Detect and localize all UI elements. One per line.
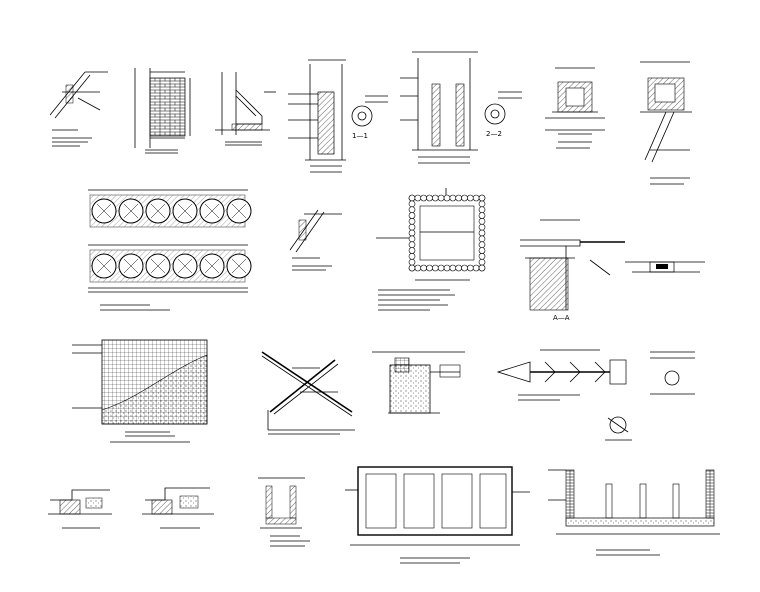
planter-cross [177, 258, 193, 274]
border-stone [478, 264, 486, 272]
border-stone [478, 194, 486, 202]
border-stone [408, 241, 416, 248]
border-stone [437, 194, 445, 202]
border-stone [478, 235, 486, 243]
slope-box-section [640, 61, 692, 185]
crossing-bars-detail [261, 351, 355, 435]
border-stone [437, 264, 445, 272]
planter-cross [123, 203, 139, 219]
pit-border-stones [408, 194, 486, 272]
border-stone [467, 264, 474, 272]
planter-cross [96, 258, 112, 274]
border-stone [478, 253, 486, 260]
border-stone [472, 194, 480, 202]
border-stone [414, 194, 422, 202]
pile-detail-2: 2—2 [400, 51, 522, 164]
border-stone [420, 194, 427, 202]
planter-cross [150, 203, 166, 219]
pile-detail-1: 1—1 [288, 59, 388, 173]
planter-cross [204, 258, 220, 274]
planter-cross [177, 203, 193, 219]
border-stone [449, 194, 457, 202]
border-stone [432, 264, 439, 272]
border-stone [478, 258, 486, 266]
mesh-gravel-plan [72, 339, 208, 443]
border-stone [478, 200, 486, 208]
border-stone [408, 218, 416, 225]
slope-detail-small [289, 209, 342, 271]
section-label-1-1: 1—1 [352, 132, 368, 140]
planter-cross [204, 203, 220, 219]
curb-detail-2 [142, 487, 214, 529]
square-pit-plan [376, 188, 483, 311]
planter-cross [150, 258, 166, 274]
border-stone [443, 194, 451, 202]
border-stone [478, 223, 486, 231]
border-stone [478, 212, 486, 219]
border-stone [461, 194, 468, 202]
border-stone [408, 194, 416, 202]
curb-detail-1 [48, 489, 112, 529]
retaining-wall-section [215, 72, 276, 146]
border-stone [467, 194, 474, 202]
border-stone [426, 264, 433, 272]
brick-pier-elevation [548, 469, 720, 556]
planter-cross [96, 203, 112, 219]
border-stone [408, 258, 416, 266]
border-stone [455, 264, 462, 272]
pile-tip-detail [496, 349, 695, 441]
planter-cross [231, 203, 247, 219]
border-stone [408, 223, 416, 231]
planter-cross [231, 258, 247, 274]
border-stone [426, 194, 433, 202]
border-stone [408, 247, 416, 254]
border-stone [408, 206, 416, 213]
border-stone [478, 229, 486, 237]
border-stone [408, 229, 416, 237]
border-stone [478, 247, 486, 254]
four-cell-box-plan [345, 466, 530, 564]
border-stone [408, 264, 416, 272]
border-stone [478, 241, 486, 248]
section-label-a-a: A—A [553, 314, 570, 322]
border-stone [461, 264, 468, 272]
border-stone [443, 264, 451, 272]
border-stone [420, 264, 427, 272]
ditch-section [258, 477, 310, 547]
border-stone [408, 235, 416, 243]
foundation-section-a-a: A—A [520, 219, 705, 322]
section-label-2-2: 2—2 [486, 130, 502, 138]
slope-detail-drawing [49, 71, 108, 147]
border-stone [478, 206, 486, 213]
border-stone [449, 264, 457, 272]
anchor-block-detail [372, 351, 465, 414]
border-stone [472, 264, 480, 272]
masonry-wall-elevation [134, 68, 191, 154]
border-stone [408, 200, 416, 208]
border-stone [432, 194, 439, 202]
border-stone [414, 264, 422, 272]
border-stone [478, 218, 486, 225]
planter-circles [91, 198, 252, 279]
border-stone [408, 253, 416, 260]
box-culvert-section [545, 67, 605, 149]
border-stone [455, 194, 462, 202]
border-stone [408, 212, 416, 219]
planter-cross [123, 258, 139, 274]
